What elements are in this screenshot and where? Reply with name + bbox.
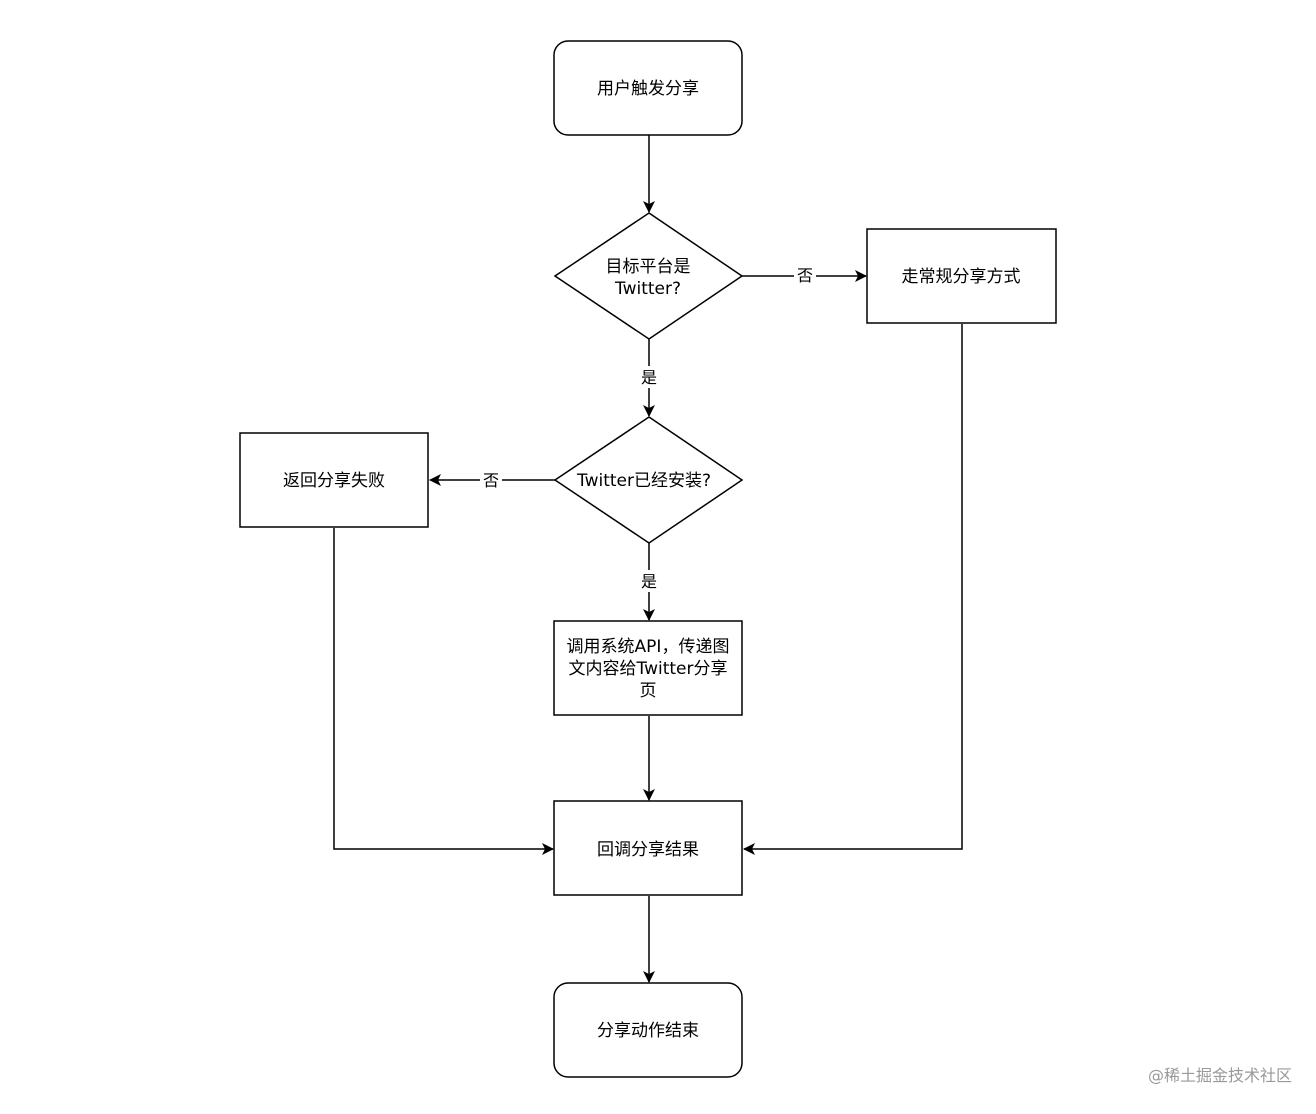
edge-normal-share-to-callback [743,324,963,855]
edge-label-installed-no-text: 否 [483,471,499,490]
node-normal-share-label: 走常规分享方式 [902,267,1021,287]
node-share-fail: 返回分享失败 [239,432,429,528]
edge-label-platform-no-text: 否 [797,266,813,285]
edge-label-platform-no: 否 [794,264,816,286]
node-call-api-shape [553,620,743,716]
node-platform-decision-label-line-1: 目标平台是 [606,257,691,277]
node-platform-decision: 目标平台是 Twitter? [553,212,744,340]
edge-label-installed-yes: 是 [638,570,660,592]
node-callback-result-label: 回调分享结果 [597,840,699,860]
node-installed-decision-label: Twitter已经安装? [576,471,711,491]
edge-label-installed-no: 否 [480,469,502,491]
nodes: 用户触发分享 目标平台是 Twitter? 走常规分享方式 Twitter已经安… [239,40,1057,1078]
node-normal-share: 走常规分享方式 [866,228,1057,324]
node-platform-decision-label-line-2: Twitter? [614,279,681,299]
node-callback-result: 回调分享结果 [553,800,743,896]
node-call-api-label-line-2: 文内容给Twitter分享 [569,659,728,679]
edge-share-fail-to-callback [333,528,554,855]
node-share-fail-shape [239,432,429,528]
node-start: 用户触发分享 [553,40,743,136]
node-call-api-label-line-1: 调用系统API，传递图 [567,637,730,657]
edge-label-platform-yes: 是 [638,366,660,388]
node-normal-share-shape [866,228,1057,324]
node-call-api: 调用系统API，传递图 文内容给Twitter分享 页 [553,620,743,716]
node-installed-decision-shape [553,416,744,544]
node-share-fail-label: 返回分享失败 [283,471,385,491]
edge-label-platform-yes-text: 是 [641,368,657,387]
edge-label-installed-yes-text: 是 [641,572,657,591]
edge-labels: 否 是 否 是 [480,264,816,592]
node-start-shape [553,40,743,136]
watermark: @稀土掘金技术社区 [1147,1066,1292,1085]
node-installed-decision: Twitter已经安装? [553,416,744,544]
node-start-label: 用户触发分享 [597,79,699,99]
node-end-label: 分享动作结束 [597,1021,699,1041]
node-end: 分享动作结束 [553,982,743,1078]
node-call-api-label-line-3: 页 [640,681,657,701]
node-platform-decision-shape [553,212,744,340]
node-end-shape [553,982,743,1078]
node-callback-result-shape [553,800,743,896]
